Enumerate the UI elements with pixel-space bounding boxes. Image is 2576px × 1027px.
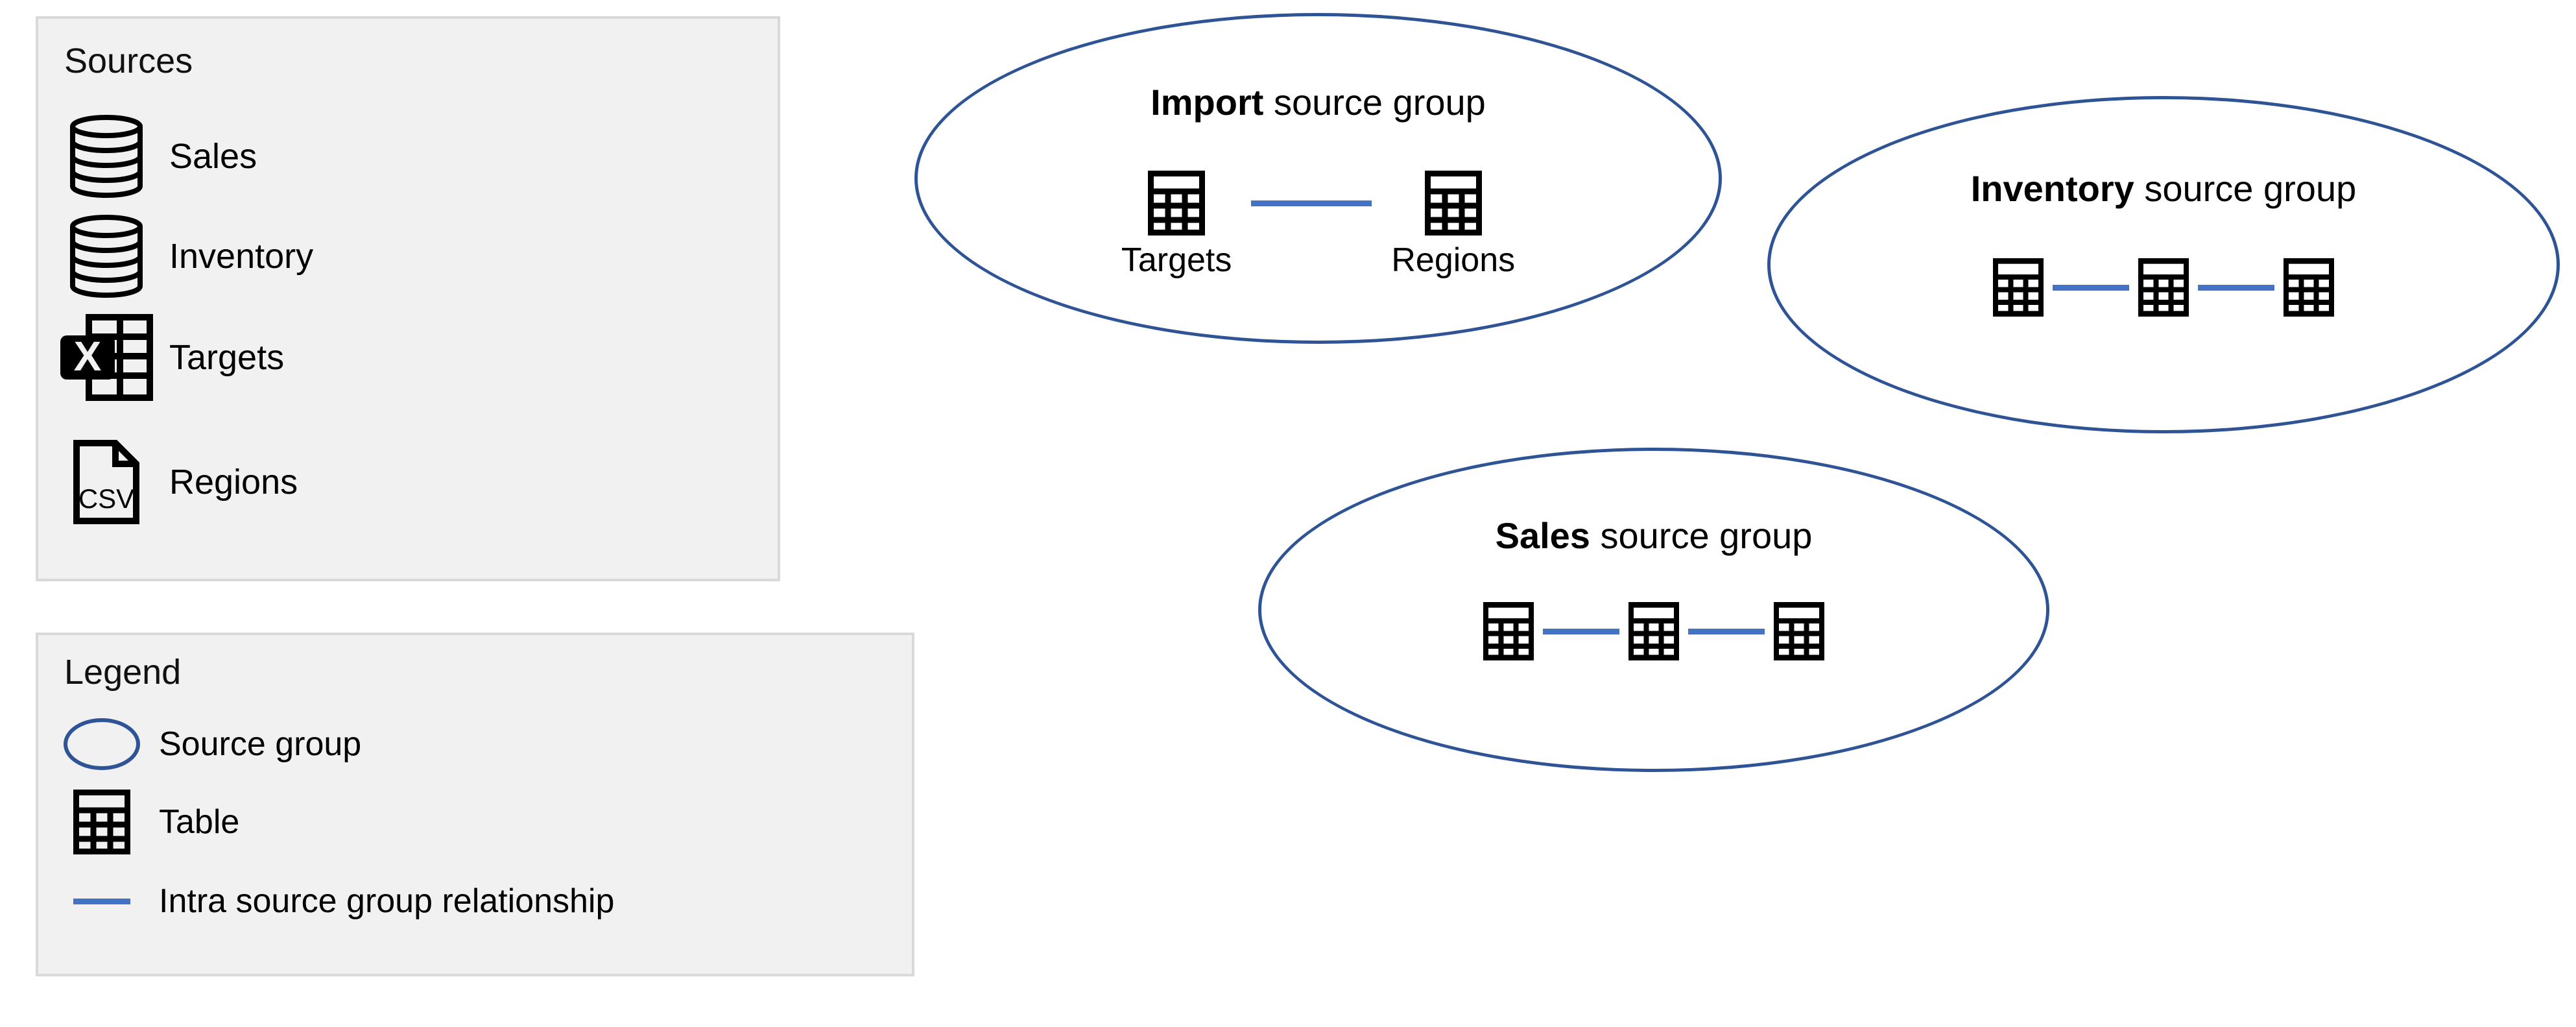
source-group-sales[interactable]: Sales source group (1258, 448, 2049, 772)
table-node[interactable]: Regions (1391, 171, 1515, 277)
relationship-line (2053, 284, 2129, 291)
csv-file-icon: CSV (58, 437, 155, 527)
legend-panel-title: Legend (64, 653, 182, 692)
table-icon (2138, 258, 2189, 317)
source-group-inventory[interactable]: Inventory source group (1767, 96, 2560, 433)
relationship-line (1543, 628, 1619, 634)
table-node[interactable] (2138, 258, 2189, 317)
database-icon (58, 211, 155, 302)
table-node[interactable] (1774, 602, 1824, 660)
legend-item-label: Intra source group relationship (159, 882, 615, 920)
table-icon (1774, 602, 1824, 660)
source-list-item-sales[interactable]: Sales (58, 111, 257, 202)
source-group-title-rest: source group (2134, 168, 2357, 209)
relationship-line (2198, 284, 2274, 291)
excel-icon-letter: X (74, 333, 102, 380)
sources-panel-title: Sources (64, 42, 193, 80)
source-group-title: Sales source group (1258, 518, 2049, 554)
source-group-nodes: Targets Regions (914, 171, 1722, 277)
relationship-line (1251, 200, 1372, 206)
table-node[interactable] (1483, 602, 1534, 660)
csv-icon-letters: CSV (78, 483, 134, 514)
source-list-item-label: Inventory (169, 237, 314, 276)
source-group-title-bold: Import (1151, 82, 1264, 123)
source-group-ellipse (1258, 448, 2049, 772)
source-group-title-bold: Sales (1495, 515, 1590, 556)
database-icon (58, 111, 155, 202)
sources-panel: Sources Sales (36, 16, 780, 581)
source-group-nodes (1258, 602, 2049, 660)
source-group-ellipse (1767, 96, 2560, 433)
legend-panel: Legend Source group Table Intra s (36, 633, 914, 976)
table-icon (1628, 602, 1679, 660)
legend-item-label: Table (159, 803, 240, 841)
source-group-title: Import source group (914, 84, 1722, 121)
table-node[interactable] (1993, 258, 2044, 317)
table-node[interactable] (2284, 258, 2334, 317)
source-list-item-targets[interactable]: X Targets (58, 312, 284, 403)
legend-item-source-group: Source group (59, 712, 361, 777)
table-icon (1148, 171, 1206, 236)
source-list-item-regions[interactable]: CSV Regions (58, 437, 298, 527)
table-icon (1424, 171, 1482, 236)
table-icon (1993, 258, 2044, 317)
source-group-title-rest: source group (1590, 515, 1813, 556)
ellipse-outline-icon (59, 712, 145, 777)
table-icon (2284, 258, 2334, 317)
table-node-label: Targets (1121, 241, 1232, 279)
source-group-title: Inventory source group (1767, 171, 2560, 207)
source-list-item-inventory[interactable]: Inventory (58, 211, 313, 302)
source-group-title-rest: source group (1263, 82, 1486, 123)
source-list-item-label: Targets (169, 338, 285, 377)
source-list-item-label: Sales (169, 137, 257, 176)
source-group-ellipse (914, 13, 1722, 344)
legend-item-label: Source group (159, 725, 362, 763)
source-group-import[interactable]: Import source group Targets (914, 13, 1722, 344)
source-list-item-label: Regions (169, 463, 298, 501)
relationship-line (1688, 628, 1765, 634)
excel-table-icon: X (58, 312, 155, 403)
table-node[interactable]: Targets (1121, 171, 1232, 277)
source-group-title-bold: Inventory (1970, 168, 2134, 209)
legend-item-relationship: Intra source group relationship (59, 869, 614, 934)
blue-line-icon (59, 869, 145, 934)
legend-item-table: Table (59, 790, 239, 854)
table-node-label: Regions (1391, 241, 1516, 279)
source-group-nodes (1767, 258, 2560, 317)
table-icon (59, 790, 145, 854)
table-icon (1483, 602, 1534, 660)
table-node[interactable] (1628, 602, 1679, 660)
